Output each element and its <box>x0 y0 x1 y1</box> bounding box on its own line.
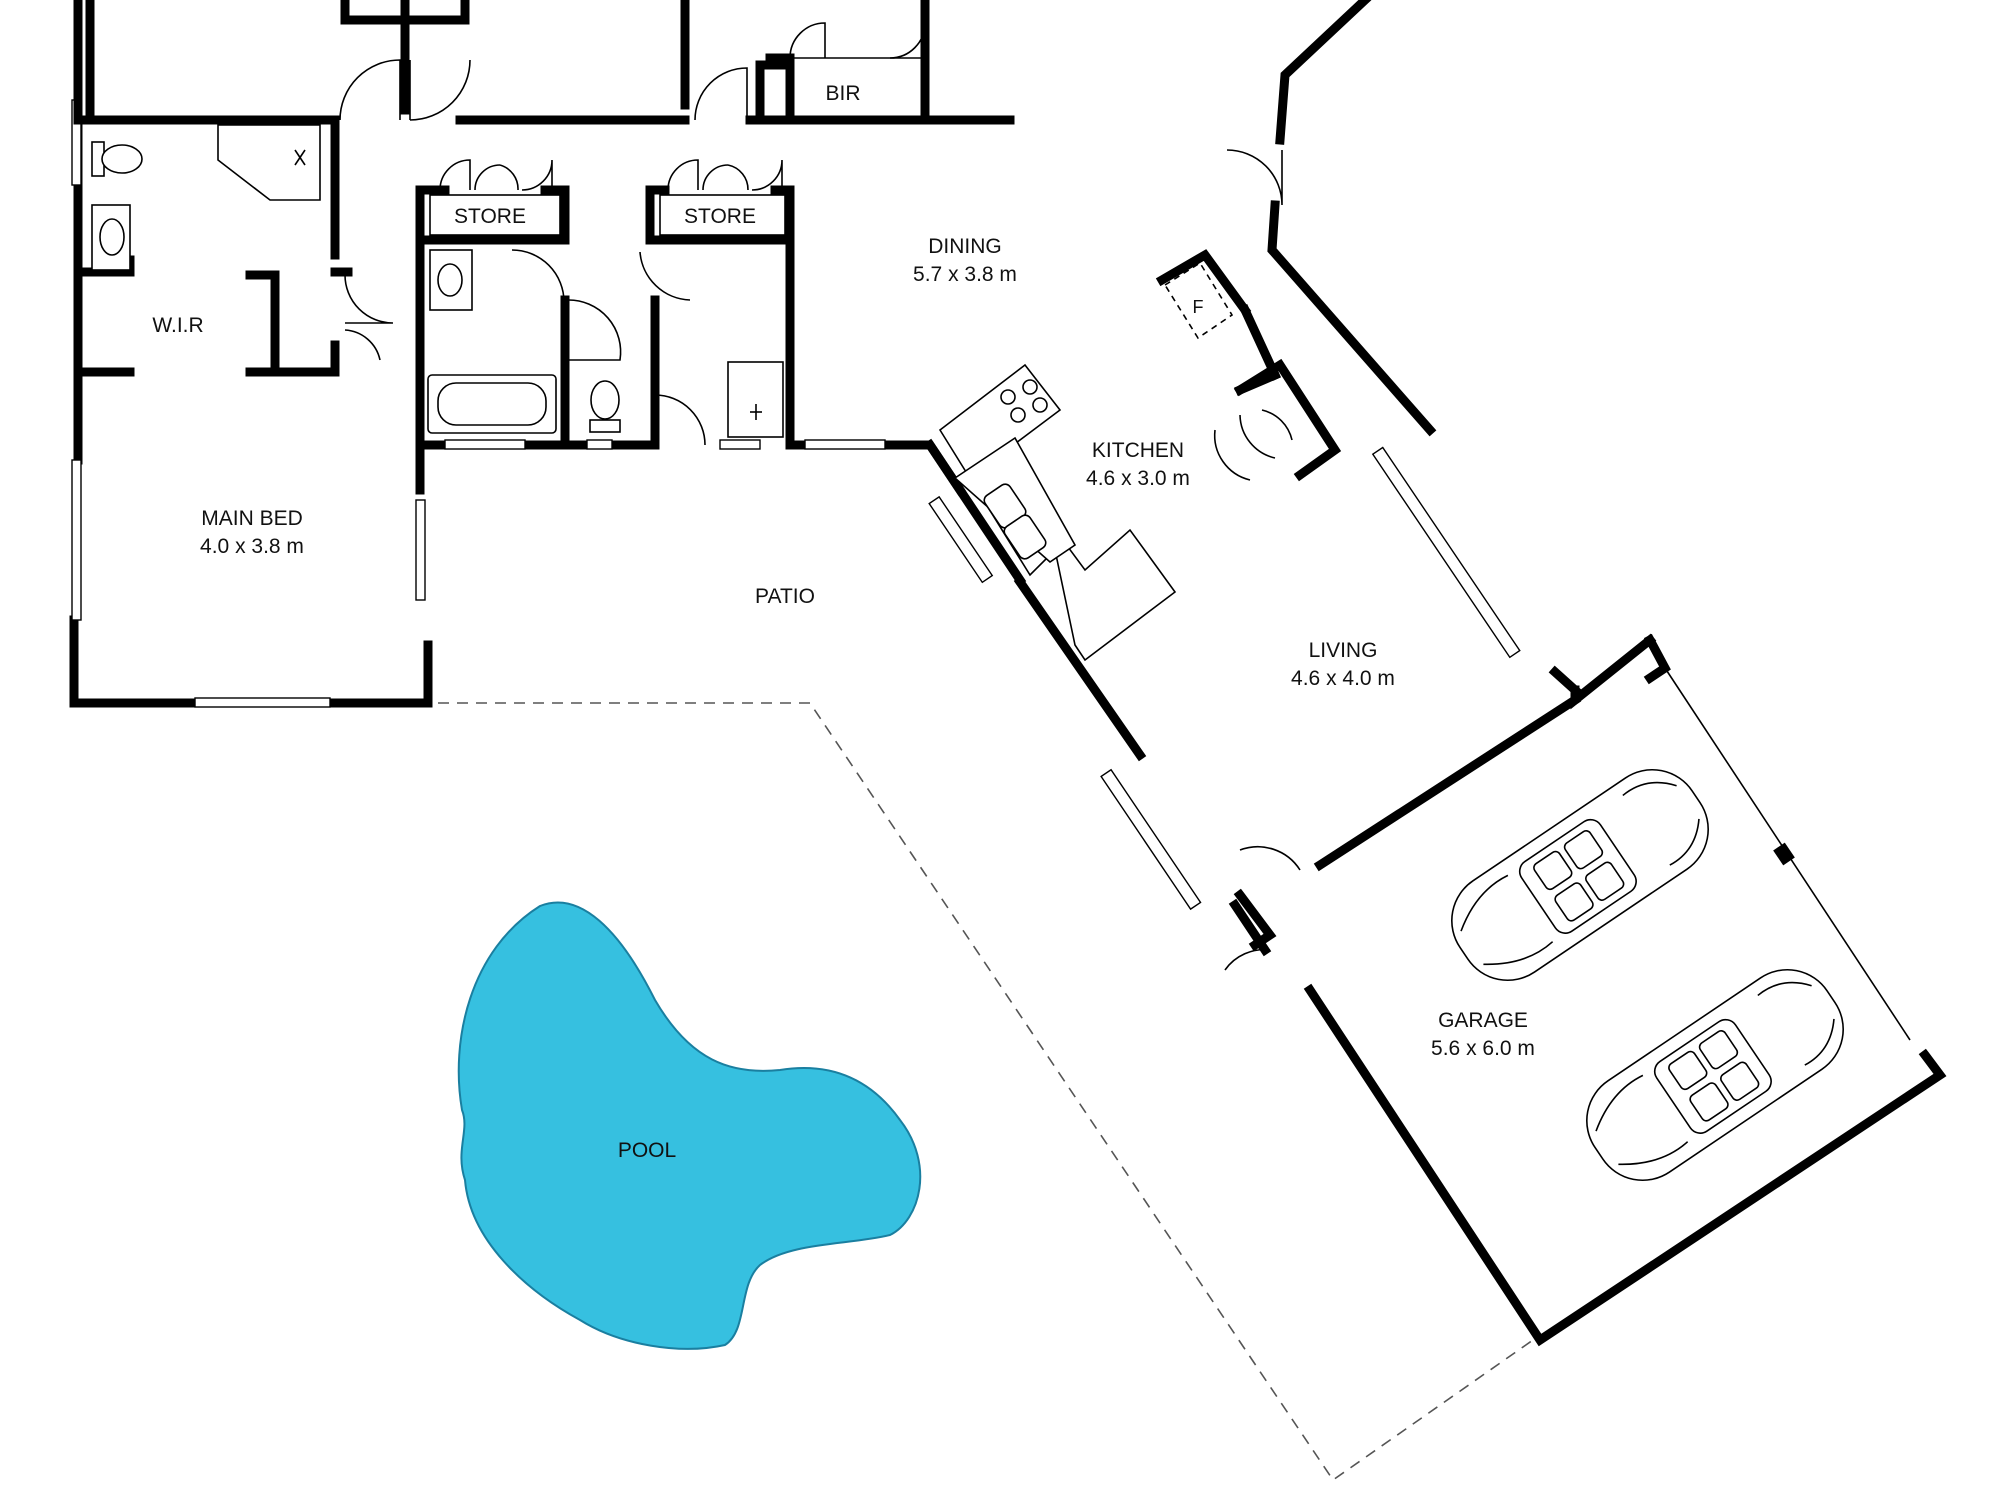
room-name-garage: GARAGE <box>1438 1009 1528 1032</box>
cooktop-icon <box>1000 379 1048 423</box>
pool-shape <box>457 901 922 1350</box>
patio-boundary-dashed <box>438 702 1534 1482</box>
room-name-patio: PATIO <box>755 585 815 608</box>
west-wing-walls <box>69 0 1027 708</box>
room-name-living: LIVING <box>1309 639 1378 662</box>
room-size-main-bed: 4.0 x 3.8 m <box>200 535 304 558</box>
kitchen-sink-icon <box>983 483 1047 560</box>
room-name-pool: POOL <box>618 1139 676 1162</box>
room-size-kitchen: 4.6 x 3.0 m <box>1086 467 1190 490</box>
shower-icon <box>217 124 321 201</box>
car-icon <box>1451 768 1709 982</box>
room-name-store-2: STORE <box>684 205 756 228</box>
bir-cupboard <box>755 22 926 125</box>
room-size-dining: 5.7 x 3.8 m <box>913 263 1017 286</box>
bathtub-icon <box>427 374 557 434</box>
fridge-space <box>1163 261 1234 340</box>
living-wing-walls <box>923 0 1947 1347</box>
sink-icon <box>91 204 131 271</box>
room-name-kitchen: KITCHEN <box>1092 439 1184 462</box>
toilet-icon <box>91 141 143 177</box>
room-name-dining: DINING <box>928 235 1002 258</box>
room-name-wir: W.I.R <box>152 314 203 337</box>
door-swings <box>339 59 1301 971</box>
room-name-store-1: STORE <box>454 205 526 228</box>
garage-door-post <box>1773 842 1795 866</box>
room-name-main-bed: MAIN BED <box>201 507 303 530</box>
room-size-living: 4.6 x 4.0 m <box>1291 667 1395 690</box>
sink-icon-bath <box>429 249 473 311</box>
store-cupboard-2 <box>659 159 786 236</box>
fridge-label: F <box>1193 297 1204 317</box>
store-cupboard-1 <box>429 159 561 236</box>
shower-icon-2 <box>727 361 784 438</box>
car-icon-2 <box>1586 968 1844 1182</box>
room-name-bir: BIR <box>825 82 860 105</box>
room-size-garage: 5.6 x 6.0 m <box>1431 1037 1535 1060</box>
pantry <box>1239 409 1293 459</box>
toilet-icon-bath <box>589 380 621 433</box>
